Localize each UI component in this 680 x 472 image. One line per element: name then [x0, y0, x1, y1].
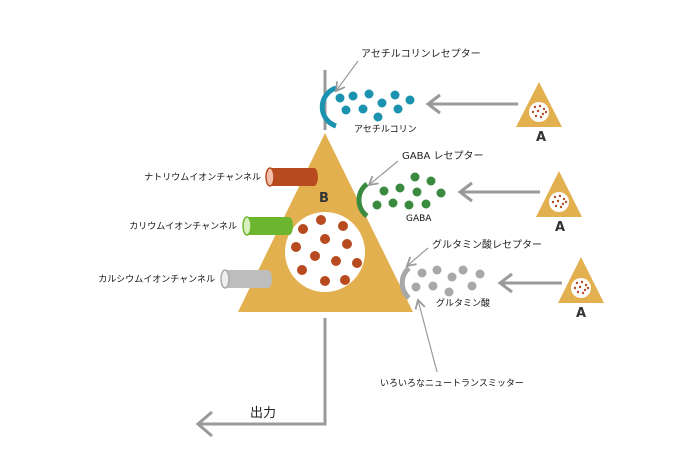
glutamate-label: グルタミン酸	[436, 297, 490, 309]
neuron-b-label: B	[319, 191, 329, 206]
gaba-dots	[372, 172, 446, 210]
potassium-channel	[242, 216, 293, 236]
potassium-channel-label: カリウムイオンチャンネル	[129, 221, 237, 232]
neuron-a-2-label: A	[555, 220, 565, 235]
input-arrow-glutamate	[497, 272, 562, 294]
gaba-receptor	[356, 182, 369, 218]
sodium-channel-label: ナトリウムイオンチャンネル	[144, 172, 261, 183]
glutamate-dots	[411, 265, 485, 297]
sodium-channel	[265, 167, 318, 187]
glutamate-receptor-label: グルタミン酸レセプター	[432, 238, 542, 251]
calcium-channel-label: カルシウムイオンチャンネル	[98, 274, 215, 285]
various-transmitters-label: いろいろなニュートランスミッター	[380, 378, 524, 389]
input-arrow-acetylcholine	[425, 93, 518, 115]
neuron-a-3-label: A	[576, 306, 586, 321]
acetylcholine-dots	[335, 89, 415, 122]
acetylcholine-label: アセチルコリン	[354, 124, 417, 135]
nucleus	[285, 212, 365, 292]
neuron-a-3	[558, 257, 604, 303]
gaba-label: GABA	[406, 214, 432, 224]
neuron-a-1-label: A	[536, 130, 546, 145]
neuron-a-1	[516, 82, 562, 127]
neuron-a-2	[536, 171, 582, 217]
glutamate-receptor	[399, 266, 411, 300]
calcium-channel	[220, 269, 272, 289]
acetylcholine-receptor-label: アセチルコリンレセプター	[361, 48, 481, 60]
acetylcholine-receptor	[319, 85, 337, 129]
gaba-receptor-label: GABA レセプター	[402, 150, 483, 162]
output-label: 出力	[250, 406, 276, 421]
input-arrow-gaba	[457, 181, 540, 203]
